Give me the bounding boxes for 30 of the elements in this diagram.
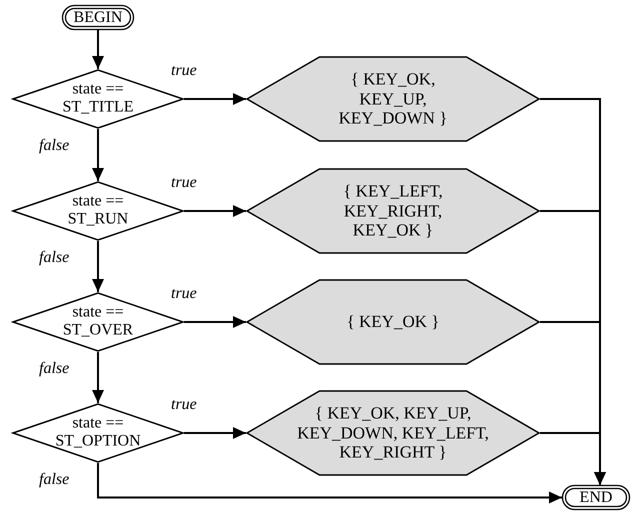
key-set-text: { KEY_OK, KEY_UP, KEY_DOWN } xyxy=(338,70,448,128)
condition-text: state == ST_OPTION xyxy=(54,414,142,452)
edge-label: false xyxy=(38,249,70,267)
edge-label: false xyxy=(38,137,70,155)
condition-text: state == ST_TITLE xyxy=(61,80,135,118)
arrow xyxy=(184,316,246,328)
arrow xyxy=(92,352,104,403)
condition-text: state == ST_RUN xyxy=(66,192,130,230)
arrow xyxy=(184,93,246,105)
key-set-text: { KEY_OK, KEY_UP, KEY_DOWN, KEY_LEFT, KEY_RIGHT } xyxy=(296,404,490,462)
arrow xyxy=(97,463,562,504)
key-set-text: { KEY_LEFT, KEY_RIGHT, KEY_OK } xyxy=(342,182,444,240)
terminal-capsule xyxy=(62,5,134,30)
key-set-text: { KEY_OK } xyxy=(346,312,440,332)
arrow xyxy=(184,205,246,217)
arrow xyxy=(92,30,104,69)
edge-label: false xyxy=(38,360,70,378)
terminal-capsule xyxy=(562,485,630,510)
process-hexagon xyxy=(246,390,540,476)
arrow xyxy=(540,432,606,485)
arrow xyxy=(184,427,246,439)
process-hexagon xyxy=(246,56,540,142)
arrow xyxy=(92,241,104,292)
terminal-label: BEGIN xyxy=(72,8,124,27)
process-hexagon xyxy=(246,279,540,365)
condition-text: state == ST_OVER xyxy=(62,304,134,340)
process-hexagon xyxy=(246,168,540,254)
edge-label: false xyxy=(38,471,70,489)
arrow xyxy=(92,129,104,181)
terminal-label: END xyxy=(578,488,614,507)
